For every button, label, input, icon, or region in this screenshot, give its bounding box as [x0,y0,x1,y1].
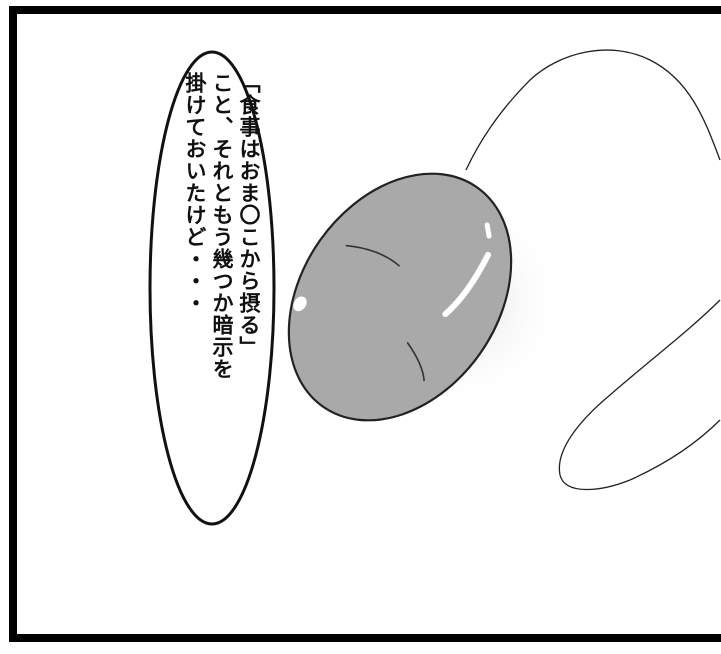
speech-line-3: 掛けておいたけど・・・ [183,72,208,314]
string-line [465,49,721,171]
speech-bubble-outline [148,50,276,526]
object-seam-left [345,244,401,267]
object-highlight-top [484,222,492,239]
object-seam-right [406,341,425,382]
speech-line-1: 「食事はおま〇こから摂る」 [237,72,262,358]
object-highlight-dot [293,296,307,312]
oval-object [287,172,513,422]
object-highlight-main [442,251,492,318]
hand-outline [558,299,721,491]
speech-line-2: こと、それともう幾つか暗示を [210,72,235,380]
panel-border [9,6,721,642]
